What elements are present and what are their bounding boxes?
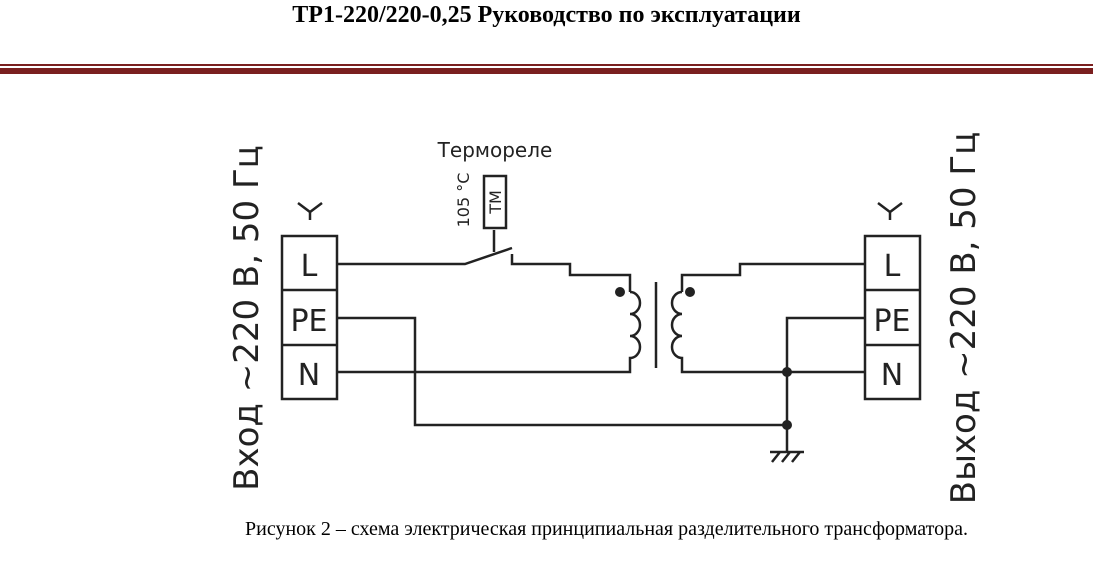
- junction-n-pe: [782, 367, 792, 377]
- figure-caption: Рисунок 2 – схема электрическая принципи…: [245, 518, 968, 540]
- ground-symbol: [770, 450, 804, 463]
- output-connector-symbol: [877, 202, 903, 220]
- input-terminal-n: N: [298, 358, 320, 393]
- primary-coil: [337, 290, 642, 374]
- thermo-relay-label: Термореле: [437, 138, 553, 162]
- secondary-coil: [670, 290, 865, 374]
- output-terminal-l: L: [884, 249, 901, 284]
- secondary-dot: [685, 287, 695, 297]
- wire-output-pe: [785, 316, 865, 452]
- thermo-code-label: ТМ: [486, 190, 505, 215]
- input-terminal-l: L: [301, 249, 318, 284]
- wire-input-l: [337, 246, 513, 266]
- wire-switch-out: [510, 254, 632, 292]
- primary-dot: [615, 287, 625, 297]
- output-terminal-block: [863, 234, 922, 401]
- page-title: ТР1-220/220-0,25 Руководство по эксплуат…: [292, 2, 801, 28]
- input-connector-symbol: [297, 202, 323, 220]
- header-rule-thin: [0, 64, 1093, 66]
- output-label: Выход ~220 В, 50 Гц: [944, 132, 984, 505]
- input-terminal-pe: PE: [290, 304, 327, 339]
- wire-output-l: [680, 262, 865, 292]
- input-label: Вход ~220 В, 50 Гц: [227, 145, 267, 491]
- input-terminal-block: [280, 234, 339, 401]
- thermo-relay-box: [482, 174, 508, 230]
- output-terminal-pe: PE: [873, 304, 910, 339]
- header-rule-thick: [0, 68, 1093, 74]
- wire-input-pe: [337, 316, 787, 427]
- thermo-temp-label: 105 °С: [454, 173, 473, 228]
- output-terminal-n: N: [881, 358, 903, 393]
- junction-ground: [782, 420, 792, 430]
